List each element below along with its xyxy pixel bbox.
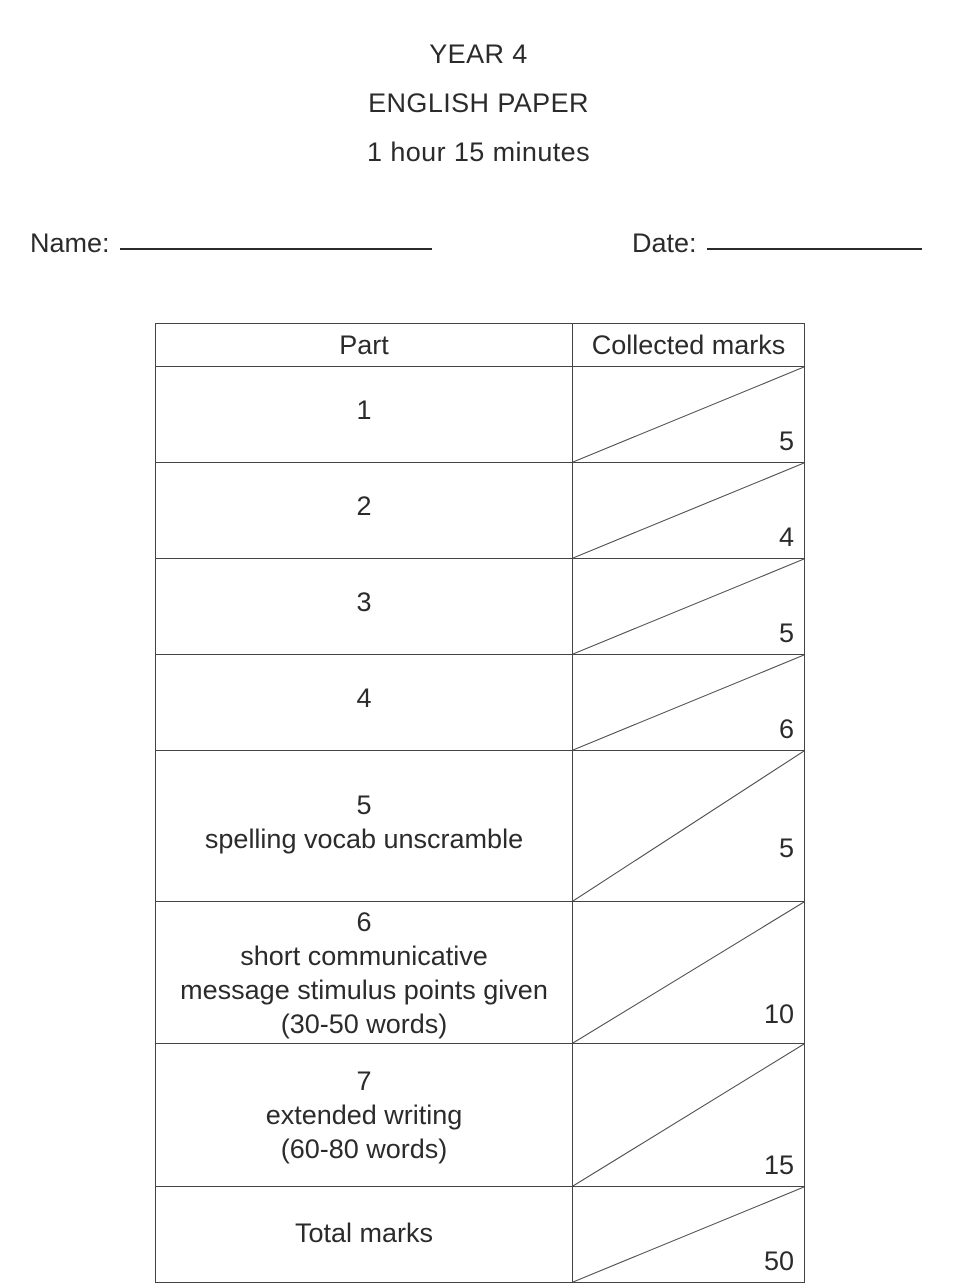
collected-marks-cell[interactable]: 50 [572, 1186, 805, 1283]
part-number: 2 [356, 490, 372, 521]
table-row: 5 spelling vocab unscramble 5 [155, 750, 805, 902]
name-field[interactable]: Name: [30, 228, 432, 259]
mark-value: 5 [778, 833, 794, 863]
part-cell: 3 [155, 558, 573, 655]
part-number: 5 [356, 790, 372, 820]
part-cell: 1 [155, 366, 573, 463]
mark-value: 5 [778, 618, 794, 648]
part-number: Total marks [294, 1217, 434, 1248]
part-cell: 2 [155, 462, 573, 559]
collected-marks-cell[interactable]: 5 [572, 750, 805, 902]
part-cell: Total marks [155, 1186, 573, 1283]
table-row: 7 extended writing(60-80 words) 15 [155, 1043, 805, 1187]
diagonal-slash-icon [573, 463, 804, 558]
collected-marks-cell[interactable]: 4 [572, 462, 805, 559]
mark-value: 50 [763, 1246, 794, 1276]
column-header-collected-marks: Collected marks [572, 323, 805, 367]
table-header-row: Part Collected marks [155, 323, 805, 367]
part-number: 4 [356, 682, 372, 713]
collected-marks-cell[interactable]: 6 [572, 654, 805, 751]
marks-table-head: Part Collected marks [155, 323, 805, 367]
diagonal-slash-icon [573, 655, 804, 750]
part-number: 3 [356, 586, 372, 617]
mark-value: 6 [778, 714, 794, 744]
diagonal-slash-icon [573, 367, 804, 462]
mark-value: 5 [778, 426, 794, 456]
collected-marks-cell[interactable]: 15 [572, 1043, 805, 1187]
mark-value: 10 [763, 999, 794, 1029]
collected-marks-cell[interactable]: 5 [572, 558, 805, 655]
part-description: spelling vocab unscramble [204, 824, 524, 854]
column-header-part: Part [155, 323, 573, 367]
mark-value: 15 [763, 1150, 794, 1180]
part-number: 6 [356, 906, 372, 937]
exam-header: YEAR 4 ENGLISH PAPER 1 hour 15 minutes [0, 30, 957, 177]
exam-title-year: YEAR 4 [429, 39, 528, 69]
part-cell: 7 extended writing(60-80 words) [155, 1043, 573, 1187]
exam-duration: 1 hour 15 minutes [367, 137, 590, 167]
name-write-line[interactable] [119, 248, 432, 250]
part-number: 7 [356, 1066, 372, 1096]
part-description: extended writing(60-80 words) [265, 1100, 463, 1164]
date-field[interactable]: Date: [632, 228, 922, 259]
exam-title-subject: ENGLISH PAPER [368, 88, 589, 118]
date-label: Date: [632, 228, 697, 258]
collected-marks-cell[interactable]: 5 [572, 366, 805, 463]
date-write-line[interactable] [706, 248, 922, 250]
diagonal-slash-icon [573, 559, 804, 654]
collected-marks-cell[interactable]: 10 [572, 901, 805, 1044]
part-number: 1 [356, 394, 372, 425]
diagonal-slash-icon [573, 751, 804, 901]
table-row: Total marks 50 [155, 1186, 805, 1283]
mark-value: 4 [778, 522, 794, 552]
name-label: Name: [30, 228, 110, 258]
part-cell: 4 [155, 654, 573, 751]
name-date-row: Name: Date: [0, 228, 957, 272]
part-cell: 5 spelling vocab unscramble [155, 750, 573, 902]
